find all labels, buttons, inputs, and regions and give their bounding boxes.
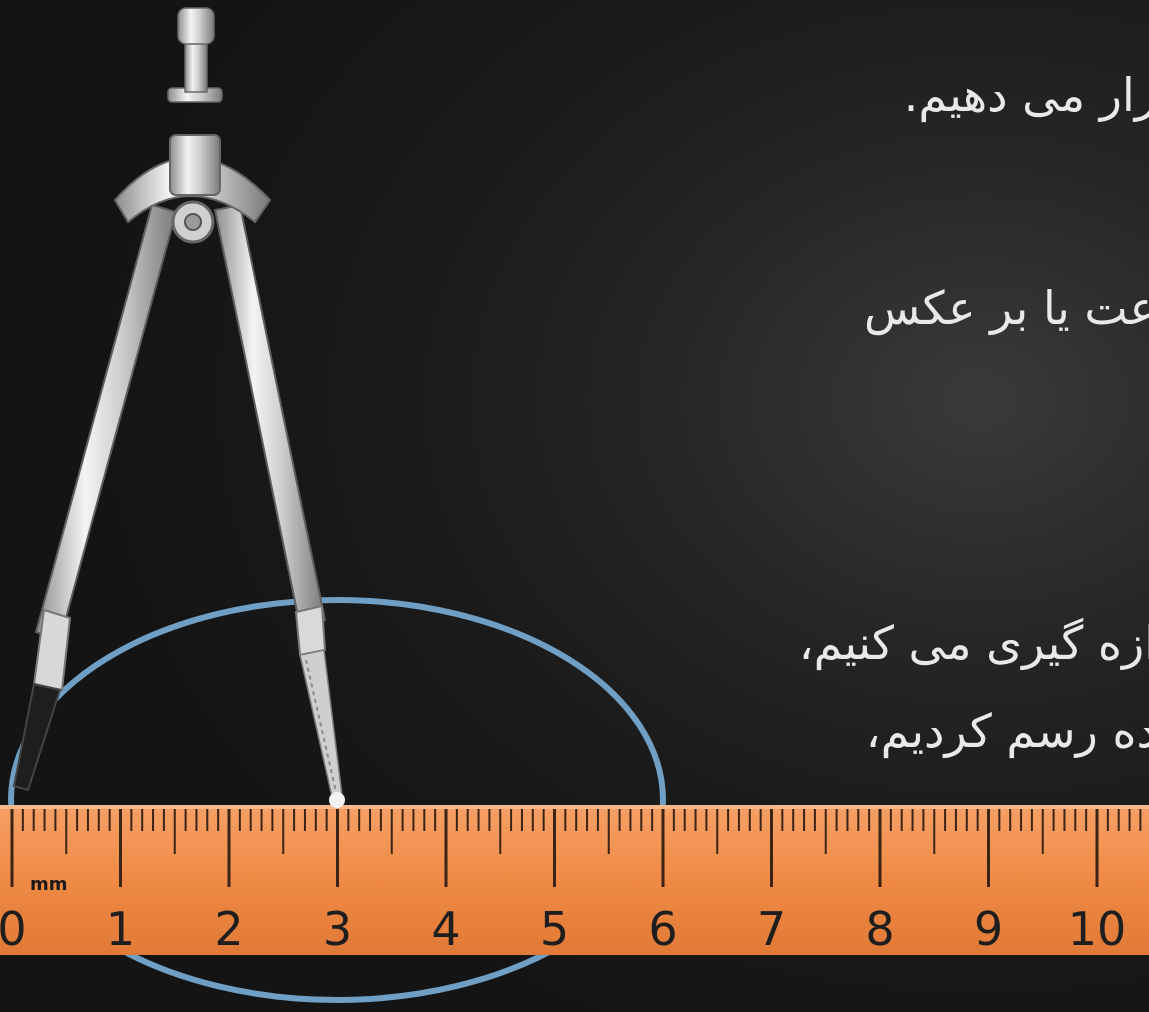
ruler-number: 8 bbox=[865, 902, 894, 956]
ruler-unit-label: mm bbox=[30, 874, 68, 895]
ruler-number: 7 bbox=[757, 902, 786, 956]
ruler-number: 2 bbox=[214, 902, 243, 956]
caption-line-2: عت یا بر عکس bbox=[864, 281, 1149, 335]
ruler-number: 4 bbox=[431, 902, 460, 956]
caption-line-4: ده رسم کردیم، bbox=[865, 704, 1149, 758]
ruler: mm 0 1 2 3 4 5 6 7 8 9 10 bbox=[0, 805, 1149, 956]
caption-line-1: رار می دهیم. bbox=[903, 68, 1149, 122]
ruler-numbers: 0 1 2 3 4 5 6 7 8 9 10 bbox=[0, 902, 1126, 956]
ruler-number: 10 bbox=[1068, 902, 1127, 956]
drawn-circle bbox=[8, 597, 666, 1003]
ruler-number: 0 bbox=[0, 902, 27, 956]
ruler-number: 6 bbox=[648, 902, 677, 956]
ruler-number: 5 bbox=[540, 902, 569, 956]
compass bbox=[12, 7, 345, 808]
ruler-number: 1 bbox=[106, 902, 135, 956]
ruler-number: 9 bbox=[974, 902, 1003, 956]
ruler-ticks bbox=[10, 809, 1142, 887]
caption-line-3: ازه گیری می کنیم، bbox=[798, 616, 1149, 670]
ruler-number: 3 bbox=[323, 902, 352, 956]
